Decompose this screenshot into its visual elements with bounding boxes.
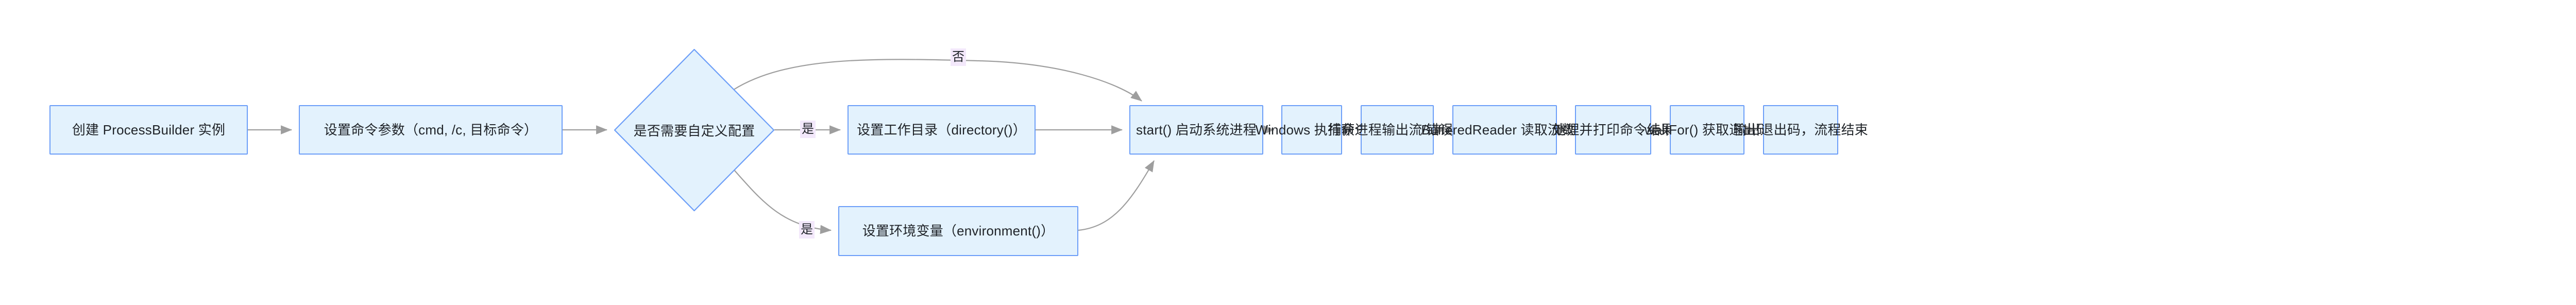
- node-waitfor-exit-code[interactable]: waitFor() 获取退出码: [1645, 105, 1770, 155]
- edge-label-yes-environment: 是: [799, 221, 815, 239]
- node-label: 设置工作目录（directory()）: [857, 122, 1026, 138]
- edge-label-yes-directory: 是: [800, 121, 816, 139]
- node-start-process[interactable]: start() 启动系统进程: [1129, 105, 1263, 155]
- node-set-environment-variables[interactable]: 设置环境变量（environment()）: [838, 206, 1078, 256]
- node-label: start() 启动系统进程: [1136, 122, 1257, 138]
- node-label: waitFor() 获取退出码: [1645, 122, 1770, 138]
- node-label: 创建 ProcessBuilder 实例: [72, 122, 226, 138]
- node-label: 输出退出码，流程结束: [1733, 122, 1869, 138]
- node-bufferedreader-read[interactable]: BufferedReader 读取流数据: [1421, 105, 1588, 155]
- node-create-processbuilder[interactable]: 创建 ProcessBuilder 实例: [49, 105, 248, 155]
- node-label: BufferedReader 读取流数据: [1421, 122, 1588, 138]
- node-label: 处理并打印命令结果: [1552, 122, 1674, 138]
- edge-label-no: 否: [951, 48, 967, 66]
- edge-n3-n6: [733, 59, 1142, 101]
- node-label: 捕获进程输出流/错误流: [1328, 122, 1467, 138]
- node-set-command-args[interactable]: 设置命令参数（cmd, /c, 目标命令）: [299, 105, 563, 155]
- node-process-print-result[interactable]: 处理并打印命令结果: [1552, 105, 1674, 155]
- diamond-shape: [614, 49, 774, 211]
- node-label: Windows 执行命令: [1255, 122, 1368, 138]
- node-label: 是否需要自定义配置: [633, 123, 755, 139]
- node-output-exit-code-end[interactable]: 输出退出码，流程结束: [1733, 105, 1868, 155]
- node-capture-streams[interactable]: 捕获进程输出流/错误流: [1328, 105, 1467, 155]
- node-label: 设置命令参数（cmd, /c, 目标命令）: [324, 122, 538, 138]
- edge-n5-n6: [1078, 160, 1155, 231]
- node-label: 设置环境变量（environment()）: [862, 223, 1055, 239]
- node-windows-execute-command[interactable]: Windows 执行命令: [1255, 105, 1368, 155]
- node-need-custom-config[interactable]: 是否需要自定义配置: [614, 49, 774, 211]
- node-set-working-directory[interactable]: 设置工作目录（directory()）: [848, 105, 1036, 155]
